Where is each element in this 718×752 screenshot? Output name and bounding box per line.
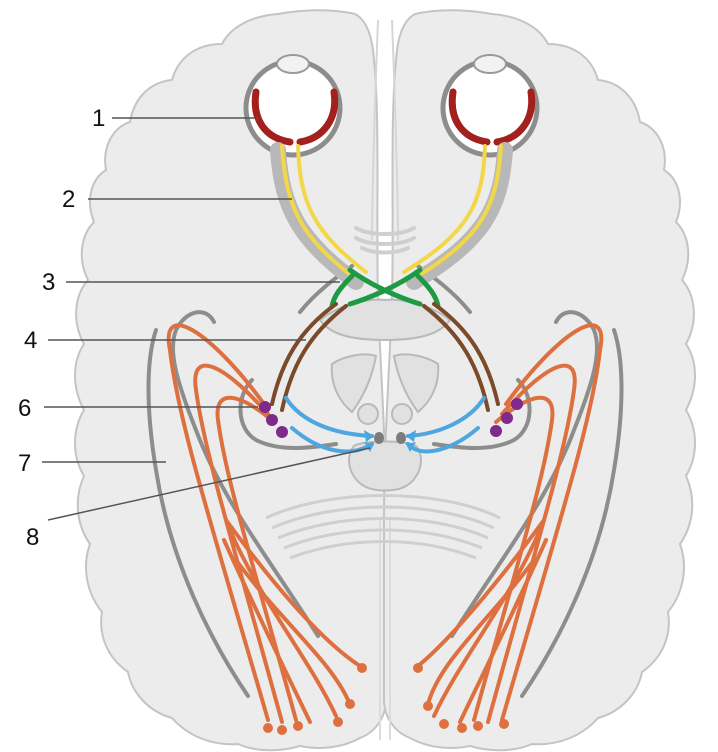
label-6: 6	[18, 395, 31, 422]
terminal-l3	[293, 721, 303, 731]
label-1: 1	[92, 105, 105, 132]
terminal-r6	[499, 719, 509, 729]
terminal-l1	[263, 723, 273, 733]
right-lgn-1	[511, 398, 523, 410]
brain-outline	[75, 10, 695, 750]
frontal-gyri	[356, 228, 414, 253]
terminal-l2	[277, 725, 287, 735]
right-mammillary-body	[392, 404, 412, 424]
terminal-r5	[473, 721, 483, 731]
left-lgn-3	[276, 426, 288, 438]
gyrus-3	[362, 248, 408, 253]
left-mammillary-body	[358, 404, 378, 424]
label-2: 2	[62, 186, 75, 213]
label-8: 8	[26, 524, 39, 551]
left-lens	[277, 55, 309, 73]
terminal-r2	[423, 701, 433, 711]
right-lgn-2	[501, 412, 513, 424]
terminal-r1	[413, 663, 423, 673]
label-4: 4	[24, 327, 37, 354]
label-3: 3	[42, 269, 55, 296]
terminal-l5	[345, 699, 355, 709]
terminal-l4	[333, 717, 343, 727]
terminal-l6	[357, 663, 367, 673]
label-7: 7	[18, 450, 31, 477]
terminal-r4	[457, 723, 467, 733]
terminal-r3	[439, 719, 449, 729]
right-lens	[474, 55, 506, 73]
right-lgn-3	[490, 425, 502, 437]
left-lgn-2	[266, 414, 278, 426]
left-lgn-1	[259, 401, 271, 413]
left-pretectal-nucleus	[374, 432, 384, 444]
right-pretectal-nucleus	[396, 432, 406, 444]
